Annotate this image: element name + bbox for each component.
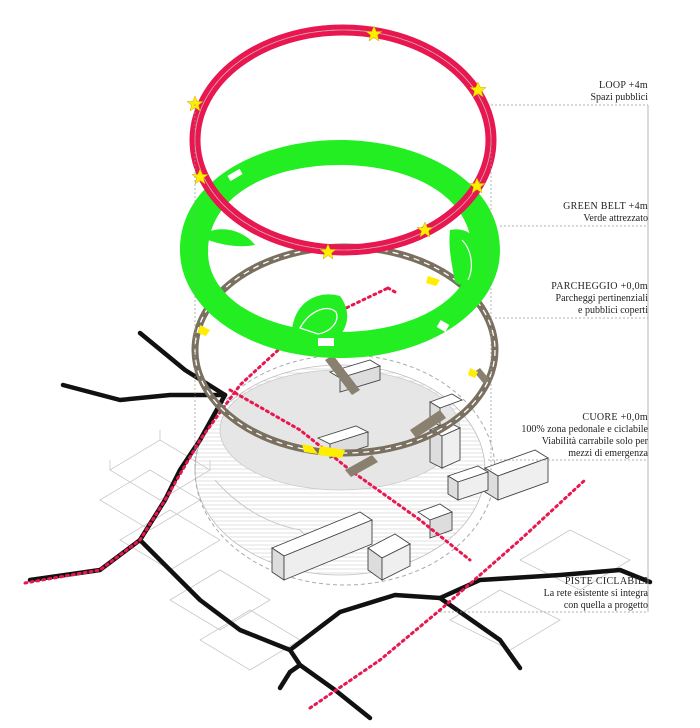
label-cuore-line-1: 100% zona pedonale e ciclabile bbox=[521, 424, 648, 435]
loop-stars bbox=[186, 25, 487, 260]
label-piste-title: PISTE CICLABILI bbox=[564, 576, 648, 587]
label-loop-line-1: Spazi pubblici bbox=[590, 92, 649, 103]
label-cuore: CUORE +0,0m 100% zona pedonale e ciclabi… bbox=[521, 412, 648, 460]
leader-lines bbox=[440, 104, 649, 613]
label-parcheggio-line-2: e pubblici coperti bbox=[578, 305, 648, 316]
label-piste-line-1: La rete esistente si integra bbox=[543, 588, 648, 599]
label-green-belt-title: GREEN BELT +4m bbox=[563, 201, 648, 212]
green-belt bbox=[180, 140, 500, 358]
label-piste-line-2: con quella a progetto bbox=[563, 600, 648, 611]
label-cuore-line-3: mezzi di emergenza bbox=[568, 448, 648, 459]
star-icon bbox=[319, 243, 337, 260]
star-icon bbox=[186, 95, 204, 112]
alignment-lines bbox=[194, 104, 492, 470]
star-icon bbox=[365, 25, 383, 42]
label-loop-title: LOOP +4m bbox=[598, 80, 648, 91]
label-loop: LOOP +4m Spazi pubblici bbox=[591, 80, 649, 104]
label-parcheggio-title: PARCHEGGIO +0,0m bbox=[551, 281, 648, 292]
label-parcheggio: PARCHEGGIO +0,0m Parcheggi pertinenziali… bbox=[551, 281, 648, 317]
label-green-belt: GREEN BELT +4m Verde attrezzato bbox=[563, 201, 648, 225]
label-cuore-title: CUORE +0,0m bbox=[582, 412, 648, 423]
star-icon bbox=[416, 221, 434, 238]
star-icon bbox=[468, 177, 486, 194]
label-piste-ciclabili: PISTE CICLABILI La rete esistente si int… bbox=[544, 576, 648, 612]
label-green-belt-line-1: Verde attrezzato bbox=[583, 213, 648, 224]
star-icon bbox=[469, 81, 487, 98]
label-parcheggio-line-1: Parcheggi pertinenziali bbox=[555, 293, 648, 304]
star-icon bbox=[191, 168, 209, 185]
loop-ring bbox=[189, 24, 497, 256]
label-cuore-line-2: Viabilità carrabile solo per bbox=[541, 436, 648, 447]
